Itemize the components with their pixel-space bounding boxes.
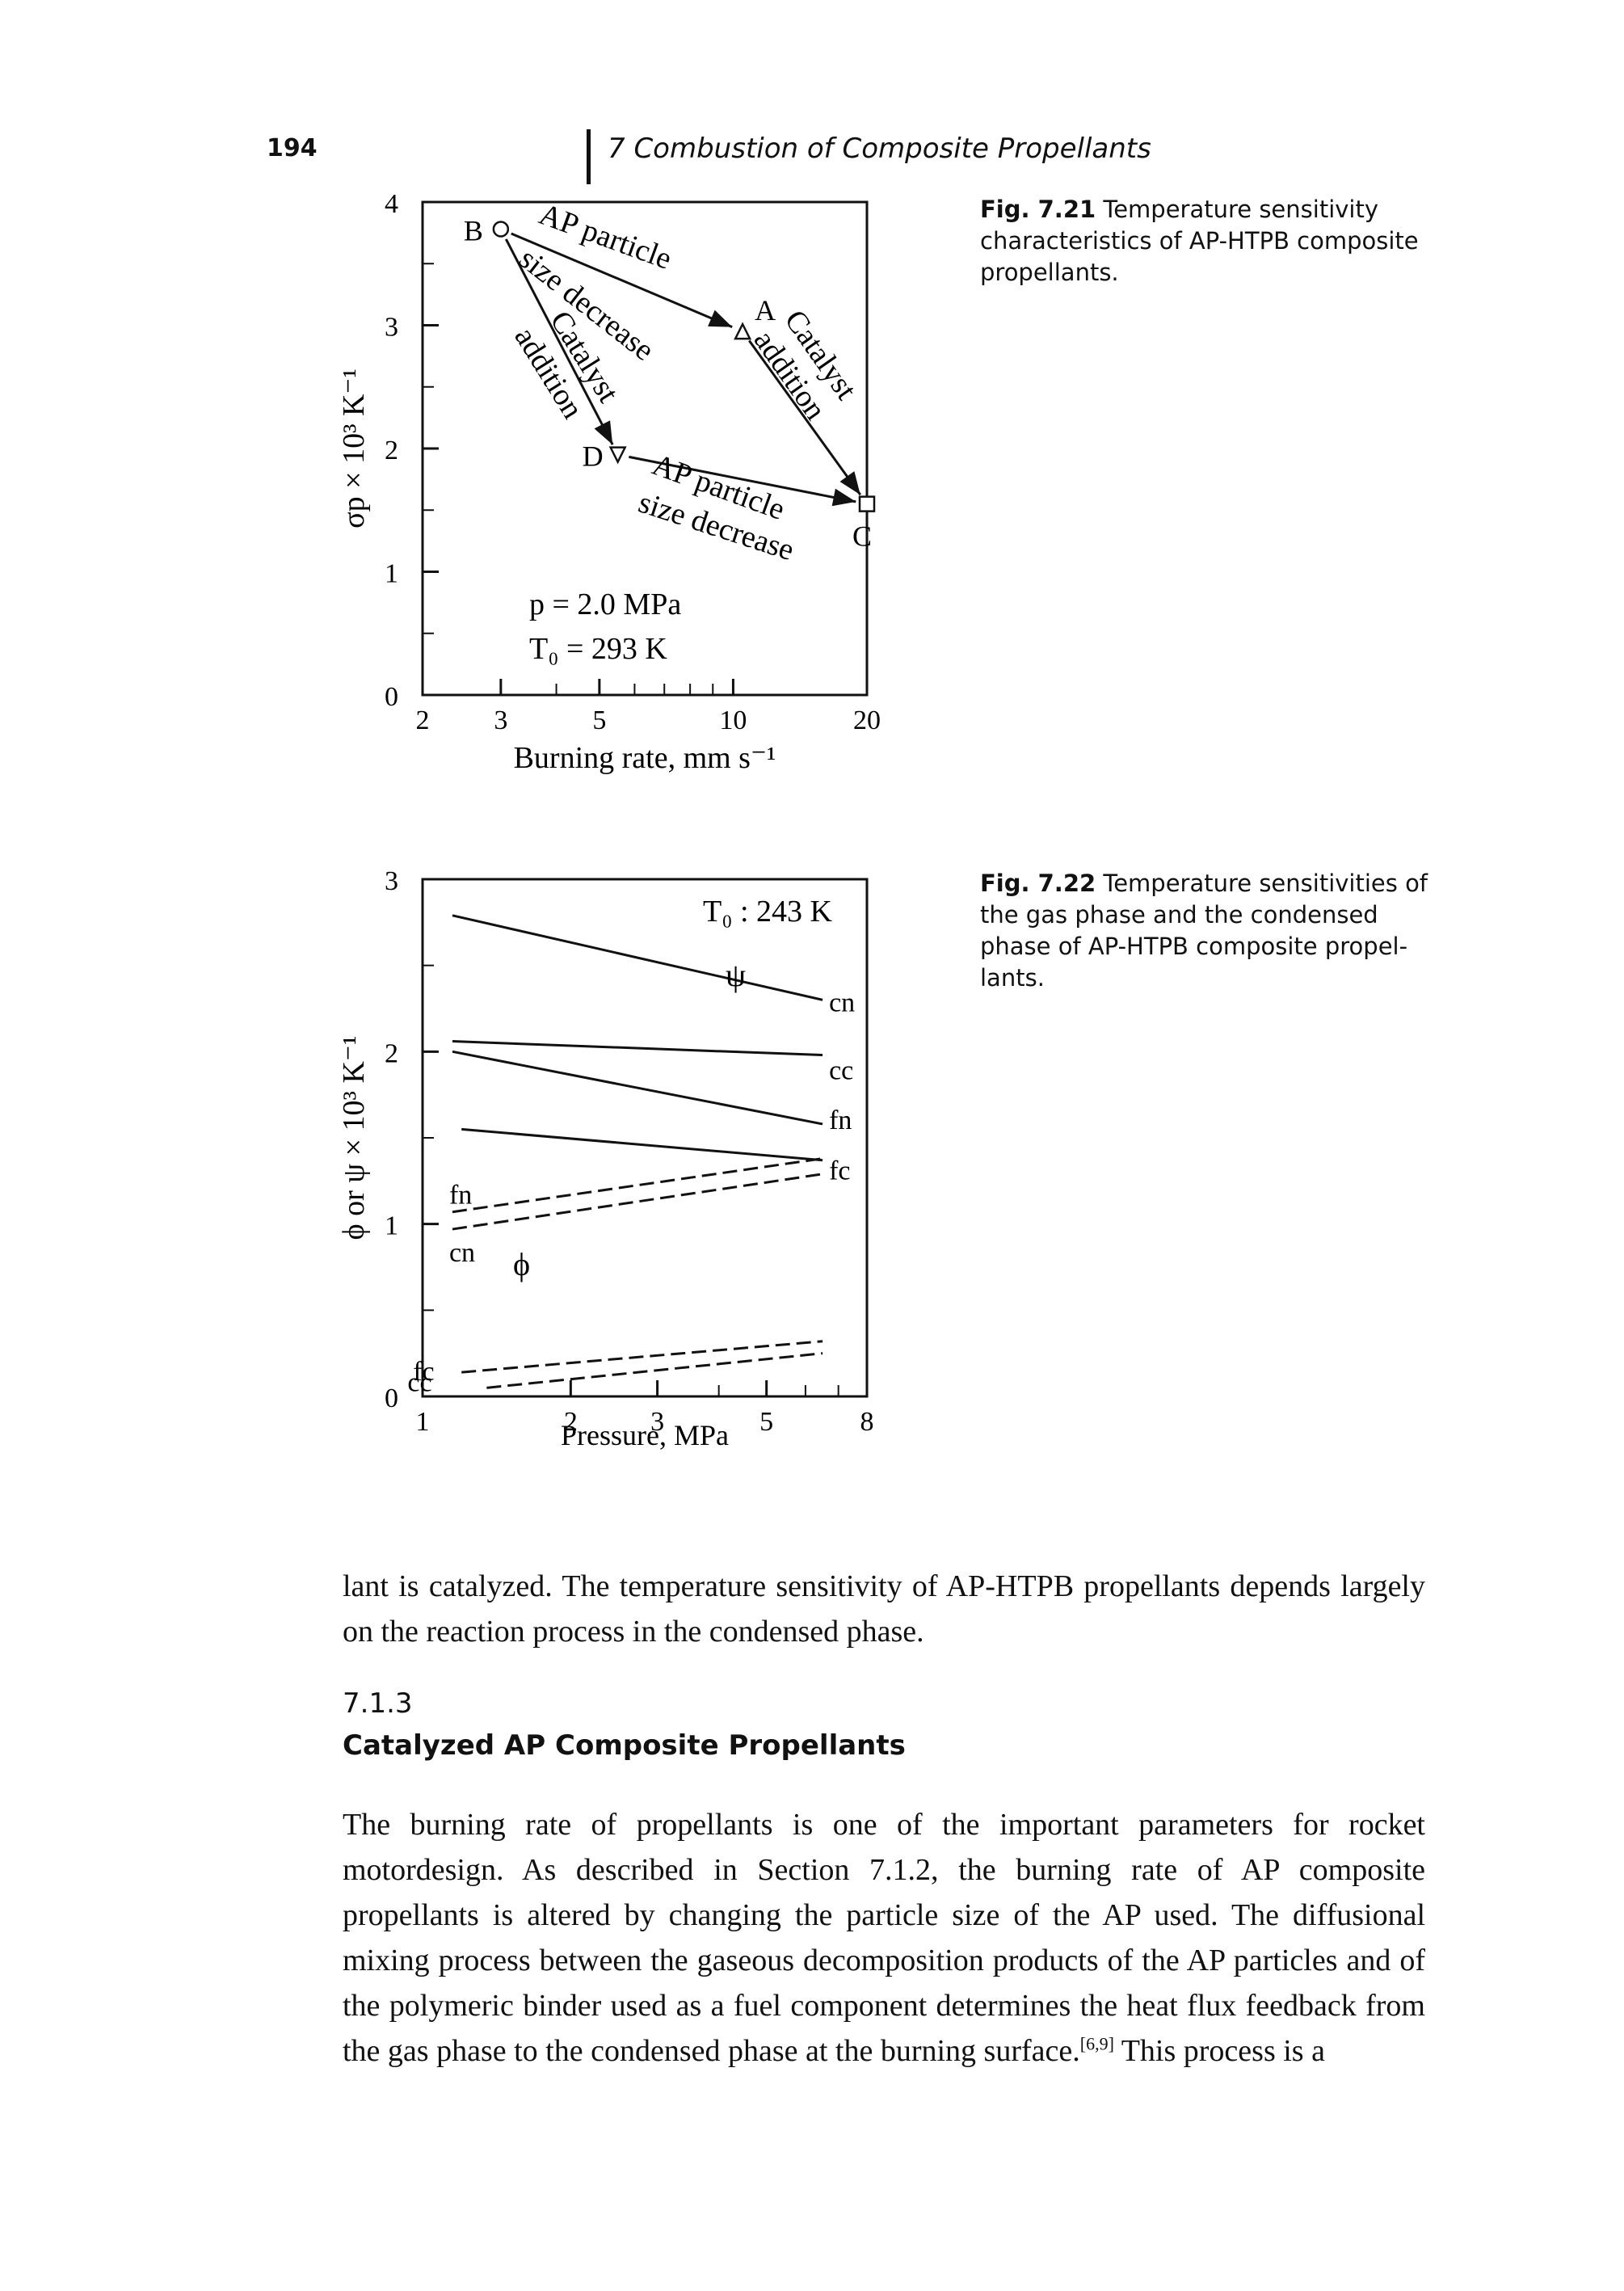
line-phi-fc (461, 1340, 823, 1374)
x-tick-label: 20 (853, 705, 881, 735)
y-axis-label: σp × 10³ K⁻¹ (337, 368, 371, 529)
chapter-title: 7 Combustion of Composite Propellants (608, 133, 1151, 165)
y-tick-label: 2 (385, 1038, 398, 1068)
x-tick-label: 5 (759, 1407, 773, 1437)
point-d (608, 446, 627, 465)
y-tick-label: 1 (385, 559, 398, 589)
section-title: Catalyzed AP Composite Propellants (343, 1729, 906, 1762)
caption-text: Temperature sensitivities of the gas pha… (980, 870, 1428, 992)
y-axis-label: ϕ or ψ × 10³ K⁻¹ (337, 1036, 371, 1240)
point-b-label: B (464, 215, 483, 247)
y-tick-label: 2 (385, 436, 398, 465)
point-c (858, 495, 876, 512)
x-axis-label: Pressure, MPa (561, 1419, 729, 1451)
header-rule (587, 129, 591, 184)
series-label-phi-cn: cn (449, 1238, 475, 1268)
page-number: 194 (267, 134, 318, 162)
arrow-a-c (748, 339, 862, 496)
line-phi-cn (452, 1173, 823, 1231)
x-tick-label: 3 (494, 705, 507, 735)
x-tick-label: 10 (719, 705, 747, 735)
figure-7-22-caption: Fig. 7.22 Temperature sensitivities of t… (980, 868, 1433, 994)
y-tick-label: 0 (385, 1383, 398, 1413)
y-tick-label: 4 (385, 189, 398, 219)
line-psi-fn (452, 1050, 823, 1126)
line-phi-cc (486, 1352, 823, 1389)
y-tick-label: 1 (385, 1211, 398, 1241)
line-psi-cc (452, 1040, 823, 1057)
x-axis: 1 2 3 5 8 (416, 1380, 874, 1437)
arrow-b-d-head (594, 420, 613, 445)
series-label-psi-fn: fn (829, 1105, 852, 1135)
line-psi-cn (452, 914, 823, 1001)
condition-pressure: p = 2.0 MPa (529, 587, 681, 621)
point-a-label: A (755, 294, 776, 326)
caption-label: Fig. 7.22 (980, 870, 1096, 897)
x-tick-label: 5 (592, 705, 606, 735)
point-b (492, 221, 510, 238)
y-tick-label: 3 (385, 866, 398, 896)
x-axis-label: Burning rate, mm s⁻¹ (514, 741, 776, 775)
x-tick-label: 2 (416, 705, 430, 735)
x-tick-label: 3 (650, 1407, 664, 1437)
paragraph-2: The burning rate of propellants is one o… (343, 1802, 1425, 2074)
x-tick-label: 1 (416, 1407, 430, 1437)
condition-temperature: T₀ = 293 K (529, 632, 667, 666)
arrow-d-c (629, 455, 856, 503)
y-axis: 0 1 2 3 4 (385, 189, 439, 712)
arrow-b-a-head (708, 310, 733, 327)
x-axis: 2 3 5 10 20 (416, 679, 881, 735)
arrow-a-c-head (839, 471, 860, 495)
paragraph-1: lant is catalyzed. The temperature sensi… (343, 1569, 1425, 1649)
psi-label: ψ (726, 957, 746, 993)
arrow-d-c-head (831, 488, 856, 507)
series-label-psi-cc: cc (829, 1056, 853, 1086)
series-label-phi-fc: fc (413, 1357, 434, 1387)
x-tick-label: 2 (564, 1407, 578, 1437)
line-phi-fn (452, 1157, 823, 1214)
point-a (734, 322, 752, 340)
figure-7-21-caption: Fig. 7.21 Temperature sensitivity charac… (980, 194, 1433, 288)
caption-text: Temperature sensitivity characteristics … (980, 196, 1419, 286)
point-c-label: C (852, 520, 872, 553)
arrow-b-a (511, 232, 733, 329)
data-points: A B C D (464, 215, 876, 553)
caption-label: Fig. 7.21 (980, 196, 1096, 223)
citation: [6,9] (1079, 2033, 1114, 2054)
temperature-label: T₀ : 243 K (703, 895, 833, 929)
series-lines (452, 914, 823, 1389)
series-label-phi-fn: fn (449, 1181, 472, 1211)
arrows (504, 232, 862, 507)
y-axis: 0 1 2 3 (385, 866, 439, 1413)
line-psi-fc (461, 1127, 823, 1162)
point-d-label: D (583, 440, 604, 473)
x-tick-label: 8 (860, 1407, 874, 1437)
y-tick-label: 3 (385, 313, 398, 343)
series-label-psi-cn: cn (829, 988, 855, 1017)
y-tick-label: 0 (385, 682, 398, 712)
paragraph-2-text: The burning rate of propellants is one o… (343, 1808, 1425, 2068)
series-label-psi-fc: fc (829, 1156, 850, 1186)
paragraph-2-end: This process is a (1113, 2034, 1325, 2068)
phi-label: ϕ (513, 1246, 530, 1282)
section-number: 7.1.3 (343, 1687, 413, 1720)
running-header: 194 7 Combustion of Composite Propellant… (267, 129, 1398, 186)
series-label-phi-cc: cc (407, 1367, 431, 1397)
arrow-b-d (504, 238, 614, 445)
plot-frame (421, 878, 869, 1398)
